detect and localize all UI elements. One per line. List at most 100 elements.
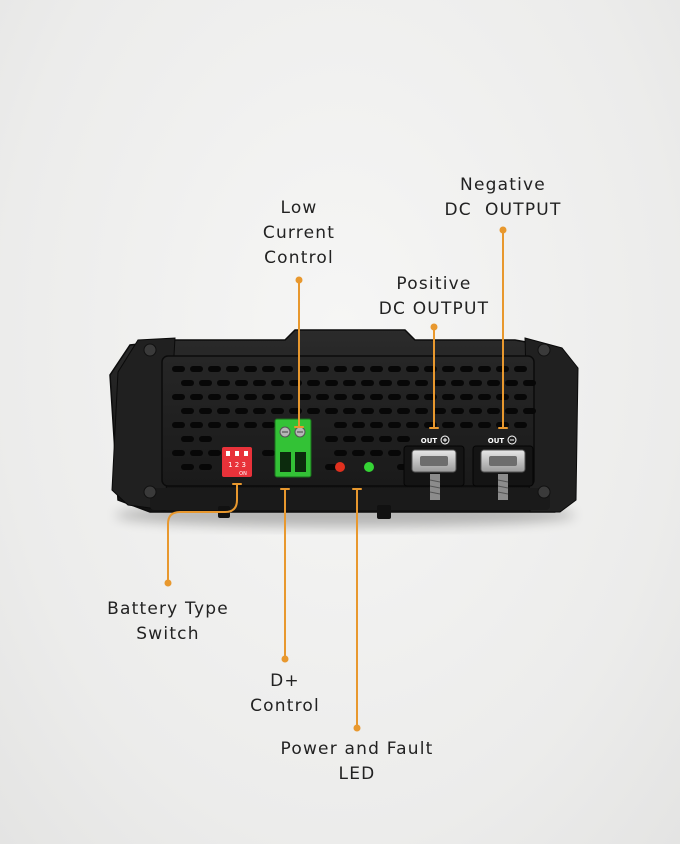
vent-slot: [460, 422, 473, 428]
vent-slot: [343, 436, 356, 442]
vent-slot: [370, 422, 383, 428]
vent-slot: [226, 366, 239, 372]
vent-slot: [487, 380, 500, 386]
low-current-terminal-block[interactable]: [274, 418, 312, 478]
vent-slot: [325, 380, 338, 386]
plus-icon: [440, 435, 450, 445]
vent-slot: [244, 422, 257, 428]
vent-slot: [478, 394, 491, 400]
vent-grille: [172, 366, 536, 470]
vent-slot: [514, 422, 527, 428]
vent-slot: [271, 408, 284, 414]
vent-slot: [388, 394, 401, 400]
vent-slot: [307, 408, 320, 414]
vent-slot: [505, 380, 518, 386]
label-battery-type-switch: Battery Type Switch: [107, 599, 229, 644]
positive-output-terminal[interactable]: OUT: [403, 435, 465, 500]
vent-slot: [523, 380, 536, 386]
vent-slot: [352, 366, 365, 372]
vent-slot: [370, 394, 383, 400]
vent-slot: [208, 366, 221, 372]
vent-slot: [172, 450, 185, 456]
vent-slot: [433, 380, 446, 386]
vent-slot: [469, 408, 482, 414]
label-low-current-control: Low Current Control: [262, 198, 336, 268]
leader-dot-battery-switch: [164, 579, 172, 587]
vent-slot: [325, 436, 338, 442]
out-negative-label: OUT: [488, 437, 505, 445]
vent-slot: [478, 422, 491, 428]
vent-slot: [262, 366, 275, 372]
leader-dot-power-led: [353, 724, 361, 732]
vent-slot: [307, 380, 320, 386]
vent-slot: [424, 394, 437, 400]
vent-slot: [460, 366, 473, 372]
vent-slot: [316, 366, 329, 372]
dip-switch-digits: 1 2 3: [228, 461, 246, 469]
mounting-foot: [377, 505, 391, 519]
vent-slot: [451, 380, 464, 386]
vent-slot: [298, 394, 311, 400]
vent-slot: [352, 450, 365, 456]
vent-slot: [172, 366, 185, 372]
vent-slot: [325, 464, 338, 470]
vent-slot: [181, 436, 194, 442]
vent-slot: [199, 380, 212, 386]
vent-slot: [514, 366, 527, 372]
vent-slot: [280, 394, 293, 400]
minus-icon: [507, 435, 517, 445]
leader-dot-negative-output: [499, 226, 507, 234]
vent-slot: [424, 366, 437, 372]
vent-slot: [370, 450, 383, 456]
negative-output-terminal[interactable]: OUT: [472, 435, 534, 500]
vent-slot: [388, 450, 401, 456]
out-positive-label: OUT: [421, 437, 438, 445]
vent-slot: [334, 366, 347, 372]
vent-slot: [226, 422, 239, 428]
vent-slot: [190, 394, 203, 400]
vent-slot: [172, 422, 185, 428]
vent-slot: [397, 408, 410, 414]
leader-dot-d-plus: [281, 655, 289, 663]
vent-slot: [451, 408, 464, 414]
vent-slot: [325, 408, 338, 414]
vent-slot: [280, 366, 293, 372]
vent-slot: [190, 422, 203, 428]
vent-slot: [505, 408, 518, 414]
vent-slot: [181, 380, 194, 386]
vent-slot: [271, 380, 284, 386]
vent-slot: [370, 366, 383, 372]
vent-slot: [523, 408, 536, 414]
vent-slot: [235, 380, 248, 386]
vent-slot: [361, 436, 374, 442]
right-bumper: [524, 337, 579, 513]
vent-slot: [208, 450, 221, 456]
vent-slot: [361, 408, 374, 414]
vent-slot: [379, 380, 392, 386]
vent-slot: [262, 450, 275, 456]
vent-slot: [487, 408, 500, 414]
vent-slot: [334, 450, 347, 456]
vent-slot: [244, 366, 257, 372]
vent-slot: [226, 394, 239, 400]
vent-slot: [217, 408, 230, 414]
label-d-plus-control: D+ Control: [250, 671, 320, 716]
charger-device: 1 2 3 ON OUT: [109, 329, 579, 519]
vent-slot: [415, 380, 428, 386]
vent-slot: [235, 408, 248, 414]
battery-type-dip-switch[interactable]: 1 2 3 ON: [222, 447, 252, 477]
vent-slot: [253, 408, 266, 414]
fault-led: [335, 462, 345, 472]
label-power-and-fault-led: Power and Fault LED: [280, 739, 434, 784]
vent-slot: [334, 394, 347, 400]
corner-screw-icon: [143, 343, 551, 499]
vent-slot: [334, 422, 347, 428]
vent-slot: [343, 380, 356, 386]
vent-slot: [298, 366, 311, 372]
vent-slot: [253, 380, 266, 386]
vent-slot: [397, 380, 410, 386]
vent-slot: [397, 436, 410, 442]
vent-slot: [478, 366, 491, 372]
callout-leaders: [164, 226, 508, 732]
